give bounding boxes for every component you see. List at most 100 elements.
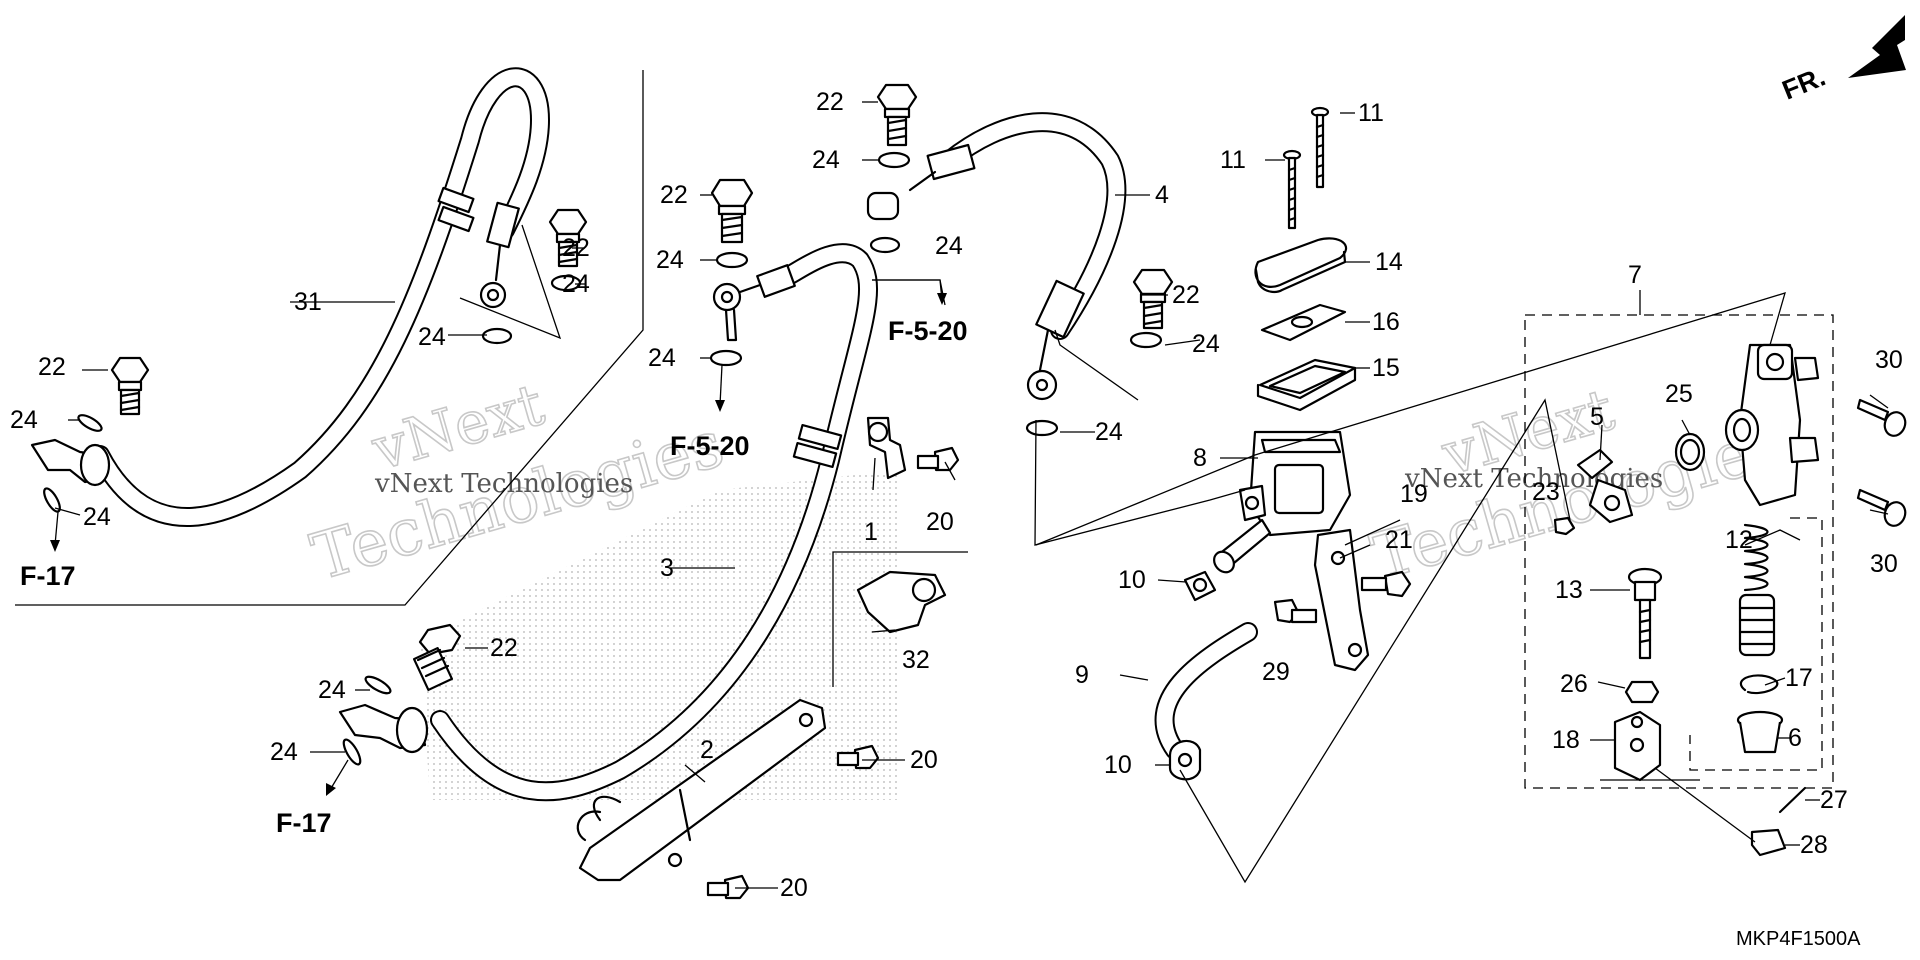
svg-text:20: 20 <box>926 508 954 536</box>
spring-12 <box>1743 523 1769 592</box>
svg-text:24: 24 <box>1192 330 1220 358</box>
clevis-pin-28 <box>1750 828 1787 857</box>
assembly-7-box <box>1524 314 1834 789</box>
clip-32 <box>856 570 947 634</box>
brake-hose-3 <box>338 243 879 802</box>
push-rod-13 <box>1627 567 1663 660</box>
brake-hose-31 <box>30 67 550 528</box>
bolt-20-a <box>916 446 960 472</box>
bolt-21 <box>1360 570 1412 598</box>
assembly-12-box <box>1689 517 1823 771</box>
bolt-30-b <box>1856 488 1907 527</box>
bolt-29 <box>1273 598 1318 624</box>
diaphragm-16 <box>1260 303 1347 342</box>
master-cylinder-8 <box>1213 430 1352 574</box>
bolt-30-a <box>1856 398 1907 437</box>
washer-24-e <box>715 251 749 269</box>
svg-text:24: 24 <box>318 676 346 704</box>
svg-text:10: 10 <box>1118 566 1146 594</box>
svg-text:31: 31 <box>294 288 322 316</box>
washer-24-j <box>869 236 901 254</box>
watermark-right: vNext Technologies vNext Technologies <box>1363 374 1792 596</box>
svg-text:F-5-20: F-5-20 <box>670 431 750 461</box>
screw-11-b <box>1310 106 1330 189</box>
svg-text:21: 21 <box>1385 526 1413 554</box>
svg-text:FR.: FR. <box>1778 61 1830 105</box>
svg-text:24: 24 <box>83 503 111 531</box>
svg-text:32: 32 <box>902 646 930 674</box>
hose-clamp-10-a <box>1183 570 1217 602</box>
bracket-19 <box>1313 528 1370 672</box>
svg-text:5: 5 <box>1590 403 1604 431</box>
reservoir-cap-14 <box>1254 237 1348 293</box>
svg-text:24: 24 <box>10 406 38 434</box>
svg-text:13: 13 <box>1555 576 1583 604</box>
washer-24-f <box>709 349 743 367</box>
svg-text:1: 1 <box>864 518 878 546</box>
leader-lines <box>54 101 1889 889</box>
diaphragm-plate-15 <box>1256 358 1357 412</box>
callout-labels: 22 24 24 31 24 22 24 22 24 24 22 24 24 4… <box>10 88 1903 902</box>
separator-clip-32 <box>832 551 968 687</box>
svg-text:24: 24 <box>270 738 298 766</box>
svg-text:6: 6 <box>1788 724 1802 752</box>
svg-text:27: 27 <box>1820 786 1848 814</box>
svg-text:20: 20 <box>910 746 938 774</box>
brake-hose-4 <box>866 112 1127 401</box>
svg-text:4: 4 <box>1155 181 1169 209</box>
svg-text:29: 29 <box>1262 658 1290 686</box>
nut-26 <box>1624 680 1660 704</box>
svg-text:24: 24 <box>1095 418 1123 446</box>
bolt-22-d <box>412 623 462 692</box>
washer-24-l <box>1025 419 1059 437</box>
svg-text:24: 24 <box>812 146 840 174</box>
svg-text:25: 25 <box>1665 380 1693 408</box>
separator-left <box>15 70 644 606</box>
svg-text:24: 24 <box>418 323 446 351</box>
bolt-22-c <box>710 178 754 244</box>
clevis-18 <box>1613 710 1662 782</box>
svg-text:24: 24 <box>935 232 963 260</box>
svg-text:18: 18 <box>1552 726 1580 754</box>
svg-text:24: 24 <box>656 246 684 274</box>
fitting-5 <box>1576 448 1634 524</box>
svg-text:28: 28 <box>1800 831 1828 859</box>
svg-text:9: 9 <box>1075 661 1089 689</box>
watermark-text-left: vNext Technologies <box>374 469 633 499</box>
svg-text:30: 30 <box>1870 550 1898 578</box>
svg-text:22: 22 <box>660 181 688 209</box>
cotter-pin-27 <box>1778 786 1807 814</box>
diagram-code: MKP4F1500A <box>1736 928 1861 950</box>
svg-text:23: 23 <box>1532 478 1560 506</box>
svg-text:F-17: F-17 <box>276 808 332 838</box>
bolt-22-a <box>110 356 150 416</box>
svg-text:22: 22 <box>816 88 844 116</box>
bolt-22-f <box>1132 268 1174 330</box>
hose-clamp-10-b <box>1168 739 1202 781</box>
svg-text:16: 16 <box>1372 308 1400 336</box>
svg-text:22: 22 <box>562 234 590 262</box>
washer-24-k <box>1129 331 1163 349</box>
bolt-23 <box>1553 516 1576 536</box>
bracket-2 <box>576 698 827 882</box>
bolt-20-c <box>706 874 750 900</box>
svg-text:11: 11 <box>1220 146 1246 174</box>
svg-text:11: 11 <box>1358 99 1384 127</box>
washer-24-d <box>481 327 513 345</box>
boot-6 <box>1736 710 1784 754</box>
svg-text:22: 22 <box>38 353 66 381</box>
reference-labels: F-17 F-17 F-5-20 F-5-20 <box>20 316 968 838</box>
washer-24-i <box>877 151 911 169</box>
svg-text:22: 22 <box>1172 281 1200 309</box>
svg-text:7: 7 <box>1628 261 1642 289</box>
washer-24-h <box>342 738 362 766</box>
washer-24-a <box>77 414 103 432</box>
svg-text:F-17: F-17 <box>20 561 76 591</box>
svg-text:22: 22 <box>490 634 518 662</box>
bolt-20-b <box>836 744 880 770</box>
svg-text:2: 2 <box>700 736 714 764</box>
svg-text:3: 3 <box>660 554 674 582</box>
front-direction-arrow: FR. <box>1778 15 1906 106</box>
reference-arrows <box>50 279 947 796</box>
